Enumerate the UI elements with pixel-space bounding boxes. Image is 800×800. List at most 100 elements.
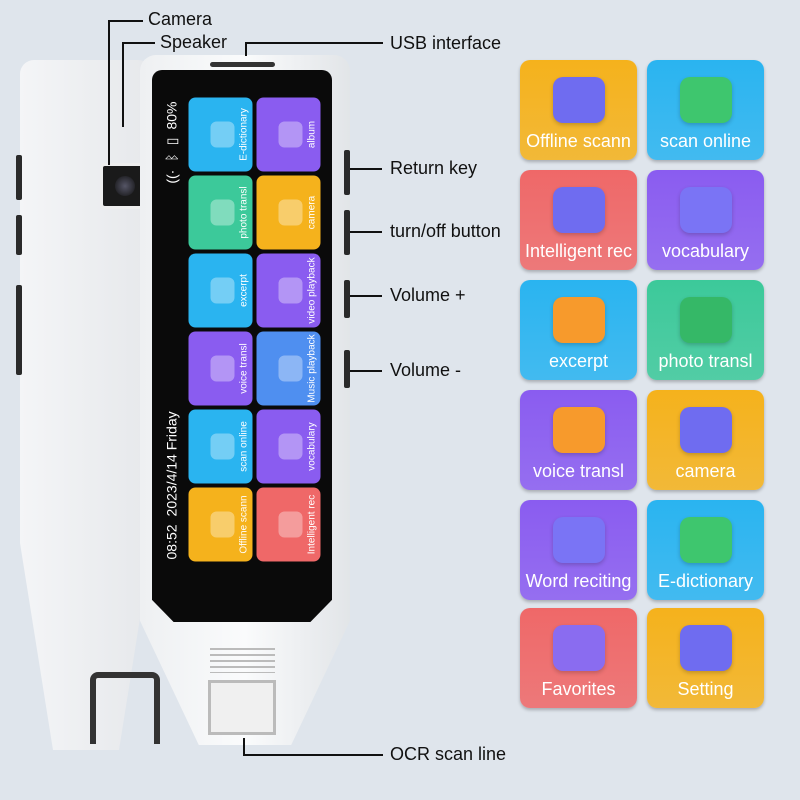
screen-app-tile[interactable]: E-dictionary (188, 97, 253, 172)
power-button[interactable] (344, 210, 350, 255)
chat-bubble-icon (552, 407, 605, 453)
app-label: scan online (659, 131, 752, 151)
clock: 08:52 (163, 524, 180, 560)
app-icon (210, 355, 235, 382)
app-icon (278, 433, 303, 460)
notes-plus-icon (552, 297, 605, 343)
screen-app-tile[interactable]: scan online (188, 409, 253, 484)
callout-ocr: OCR scan line (390, 744, 507, 764)
bluetooth-icon: ᛒ (163, 153, 180, 162)
callout-return-key: Return key (390, 158, 478, 178)
app-label: voice transl (532, 461, 625, 481)
screen-content: 08:52 2023/4/14 Friday ((· ᛒ ▯ 80% Offli… (161, 96, 326, 566)
callout-line (108, 20, 110, 165)
callout-line (245, 42, 247, 56)
photo-translate-icon (679, 297, 732, 343)
screen-app-label: Offline scann (238, 495, 250, 554)
callout-volume-down: Volume - (390, 360, 462, 380)
return-key[interactable] (344, 150, 350, 195)
scanner-pen-icon (552, 77, 605, 123)
screen-app-tile[interactable]: album (256, 97, 321, 172)
camera-icon (679, 407, 732, 453)
screen-app-label: Music playback (306, 334, 318, 403)
screen-app-tile[interactable]: vocabulary (256, 409, 321, 484)
screen-app-label: excerpt (238, 274, 250, 307)
battery-icon: ▯ (163, 137, 179, 146)
pen-clip (90, 672, 160, 744)
app-tile[interactable]: Intelligent rec (520, 170, 637, 270)
ocr-scan-window (208, 680, 276, 735)
callout-line (108, 20, 143, 22)
screen-app-tile[interactable]: voice transl (188, 331, 253, 406)
screen-app-label: E-dictionary (238, 108, 250, 161)
app-tile[interactable]: camera (647, 390, 764, 490)
callout-line (245, 42, 383, 44)
app-label: excerpt (548, 351, 609, 371)
callout-line (122, 42, 124, 127)
book-icon (679, 517, 732, 563)
callout-speaker: Speaker (160, 32, 228, 52)
app-label: Word reciting (525, 571, 632, 591)
app-tile[interactable]: vocabulary (647, 170, 764, 270)
screen-app-label: photo transl (238, 186, 250, 239)
callout-line (350, 231, 382, 233)
app-icon (210, 121, 235, 148)
battery-level: 80% (163, 101, 180, 130)
volume-down-button[interactable] (344, 350, 350, 388)
app-icon (278, 511, 303, 538)
app-tile[interactable]: Offline scann (520, 60, 637, 160)
app-icon (210, 199, 235, 226)
callout-camera: Camera (148, 9, 213, 29)
app-label: Offline scann (526, 131, 631, 151)
callout-line (350, 168, 382, 170)
status-bar: 08:52 2023/4/14 Friday ((· ᛒ ▯ 80% (161, 96, 183, 566)
app-icon (278, 199, 303, 226)
usb-port (210, 62, 275, 67)
app-tile[interactable]: E-dictionary (647, 500, 764, 600)
app-tile[interactable]: Word reciting (520, 500, 637, 600)
screen-app-label: camera (306, 195, 318, 230)
grid-icon (552, 517, 605, 563)
screen-app-label: album (306, 120, 318, 149)
app-tile[interactable]: excerpt (520, 280, 637, 380)
screen-app-tile[interactable]: camera (256, 175, 321, 250)
callout-power: turn/off button (390, 221, 501, 241)
callout-line (122, 42, 155, 44)
app-tile[interactable]: photo transl (647, 280, 764, 380)
screen-app-tile[interactable]: Music playback (256, 331, 321, 406)
screen-app-tile[interactable]: photo transl (188, 175, 253, 250)
wifi-icon: ((· (163, 169, 180, 184)
callout-volume-up: Volume + (390, 285, 466, 305)
app-icon (210, 511, 235, 538)
vent-grille (210, 648, 275, 673)
screen-app-tile[interactable]: excerpt (188, 253, 253, 328)
app-icon (210, 277, 235, 304)
screen-app-label: Intelligent rec (306, 494, 318, 555)
app-tile[interactable]: voice transl (520, 390, 637, 490)
app-label: camera (675, 461, 736, 481)
screen-app-tile[interactable]: Offline scann (188, 487, 253, 562)
screen-app-tile[interactable]: video playback (256, 253, 321, 328)
folder-clip-icon (552, 625, 605, 671)
callout-line (350, 295, 382, 297)
date: 2023/4/14 Friday (163, 411, 180, 517)
callout-usb: USB interface (390, 33, 502, 53)
app-icon (278, 121, 303, 148)
app-icon (210, 433, 235, 460)
screen-app-label: video playback (306, 257, 318, 324)
app-tile[interactable]: Favorites (520, 608, 637, 708)
callout-line (243, 738, 245, 755)
side-button (16, 155, 22, 200)
volume-up-button[interactable] (344, 280, 350, 318)
callout-line (350, 370, 382, 372)
side-button (16, 215, 22, 255)
app-label: Intelligent rec (524, 241, 633, 261)
scan-card-icon (679, 77, 732, 123)
app-label: E-dictionary (657, 571, 754, 591)
screen-app-label: voice transl (238, 343, 250, 394)
app-label: photo transl (658, 351, 753, 371)
screen-app-tile[interactable]: Intelligent rec (256, 487, 321, 562)
app-icon (278, 355, 303, 382)
app-tile[interactable]: Setting (647, 608, 764, 708)
app-tile[interactable]: scan online (647, 60, 764, 160)
